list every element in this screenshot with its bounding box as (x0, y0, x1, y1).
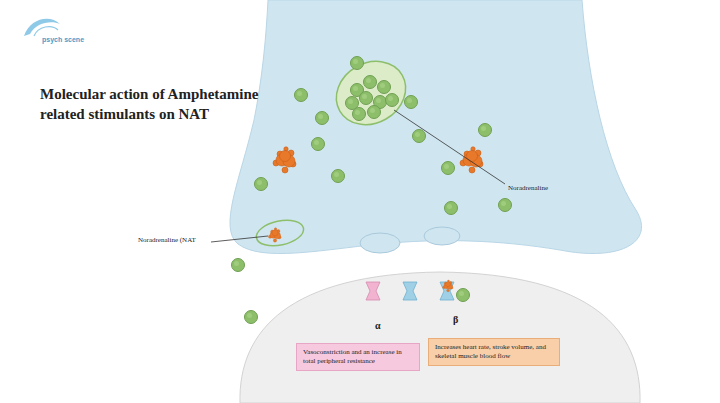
effect-box: Increases heart rate, stroke volume, and… (428, 338, 560, 366)
receptor-label: β (453, 314, 458, 325)
receptor-label: α (375, 320, 381, 331)
box-text: Vasoconstriction and an increase in tota… (303, 348, 413, 366)
box-text: Increases heart rate, stroke volume, and… (435, 343, 553, 361)
callout-label: Noradrenaline (508, 184, 548, 192)
callout-label: Noradrenaline (NAT (138, 236, 196, 244)
diagram-title: Molecular action of Amphetamine related … (40, 84, 290, 125)
logo-text: psych scene (42, 36, 84, 43)
effect-box: Vasoconstriction and an increase in tota… (296, 343, 420, 371)
